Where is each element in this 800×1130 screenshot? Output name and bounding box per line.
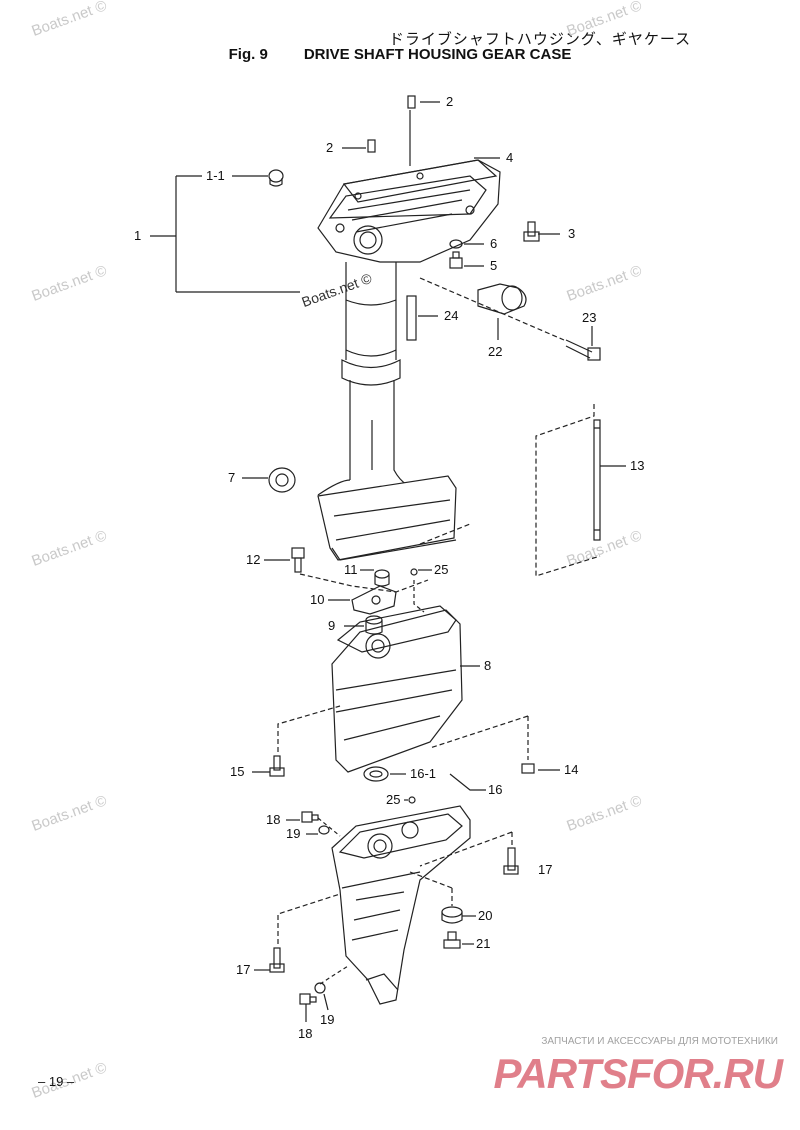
washer	[449, 239, 463, 249]
dowel-pin	[367, 139, 376, 153]
figure-caption: DRIVE SHAFT HOUSING GEAR CASE	[303, 46, 572, 63]
dowel-pin	[407, 95, 416, 109]
bolt	[269, 947, 285, 973]
callout-19: 19	[286, 826, 300, 841]
callout-2: 2	[446, 94, 453, 109]
gasket	[314, 982, 326, 994]
callout-17: 17	[236, 962, 250, 977]
callout-23: 23	[582, 310, 596, 325]
nut	[449, 251, 463, 269]
japanese-title: ドライブシャフトハウジング、ギヤケース	[388, 30, 692, 48]
callout-18: 18	[298, 1026, 312, 1041]
drain-screw	[301, 811, 319, 823]
footer-tagline: ЗАПЧАСТИ И АКСЕССУАРЫ ДЛЯ МОТОТЕХНИКИ	[541, 1036, 778, 1047]
callout-3: 3	[568, 226, 575, 241]
callout-1-1: 1-1	[206, 168, 225, 183]
callout-15: 15	[230, 764, 244, 779]
callout-20: 20	[478, 908, 492, 923]
nut	[521, 763, 535, 774]
grommet	[268, 467, 296, 493]
callout-2: 2	[326, 140, 333, 155]
gear-case	[331, 805, 471, 1005]
callout-11: 11	[344, 562, 358, 577]
page-number: – 19 –	[38, 1074, 75, 1089]
long-bolt	[565, 339, 601, 361]
callout-25: 25	[434, 562, 448, 577]
bolt	[443, 931, 461, 949]
callout-22: 22	[488, 344, 502, 359]
callout-16-1: 16-1	[410, 766, 436, 781]
plate	[351, 585, 397, 615]
callout-19: 19	[320, 1012, 334, 1027]
drive-pin	[406, 295, 417, 341]
callout-10: 10	[310, 592, 324, 607]
callout-18: 18	[266, 812, 280, 827]
callout-6: 6	[490, 236, 497, 251]
o-ring	[408, 796, 416, 804]
spacer	[441, 906, 463, 924]
bolt	[269, 755, 285, 777]
oil-seal	[363, 766, 389, 782]
callout-17: 17	[538, 862, 552, 877]
callout-5: 5	[490, 258, 497, 273]
callout-8: 8	[484, 658, 491, 673]
clamp	[477, 283, 527, 315]
callout-7: 7	[228, 470, 235, 485]
callout-25: 25	[386, 792, 400, 807]
grommet-small	[268, 169, 284, 187]
callout-1: 1	[134, 228, 141, 243]
bolt	[523, 221, 540, 242]
callout-21: 21	[476, 936, 490, 951]
bolt	[291, 547, 305, 573]
stud-bolt	[593, 419, 601, 541]
callout-12: 12	[246, 552, 260, 567]
callout-14: 14	[564, 762, 578, 777]
drain-screw	[299, 993, 317, 1005]
callout-24: 24	[444, 308, 458, 323]
seal	[365, 615, 383, 635]
callout-9: 9	[328, 618, 335, 633]
footer-logo[interactable]: PARTSFOR.RU	[493, 1050, 783, 1097]
figure-title: Fig. 9 DRIVE SHAFT HOUSING GEAR CASE	[0, 46, 800, 63]
callout-4: 4	[506, 150, 513, 165]
figure-number: Fig. 9	[228, 46, 268, 63]
drive-shaft-housing-lower	[331, 605, 463, 773]
gasket	[318, 825, 330, 835]
callout-13: 13	[630, 458, 644, 473]
drive-shaft-housing	[317, 159, 501, 561]
grommet	[374, 569, 390, 587]
callout-16: 16	[488, 782, 502, 797]
o-ring	[410, 568, 418, 576]
bolt	[503, 847, 519, 875]
